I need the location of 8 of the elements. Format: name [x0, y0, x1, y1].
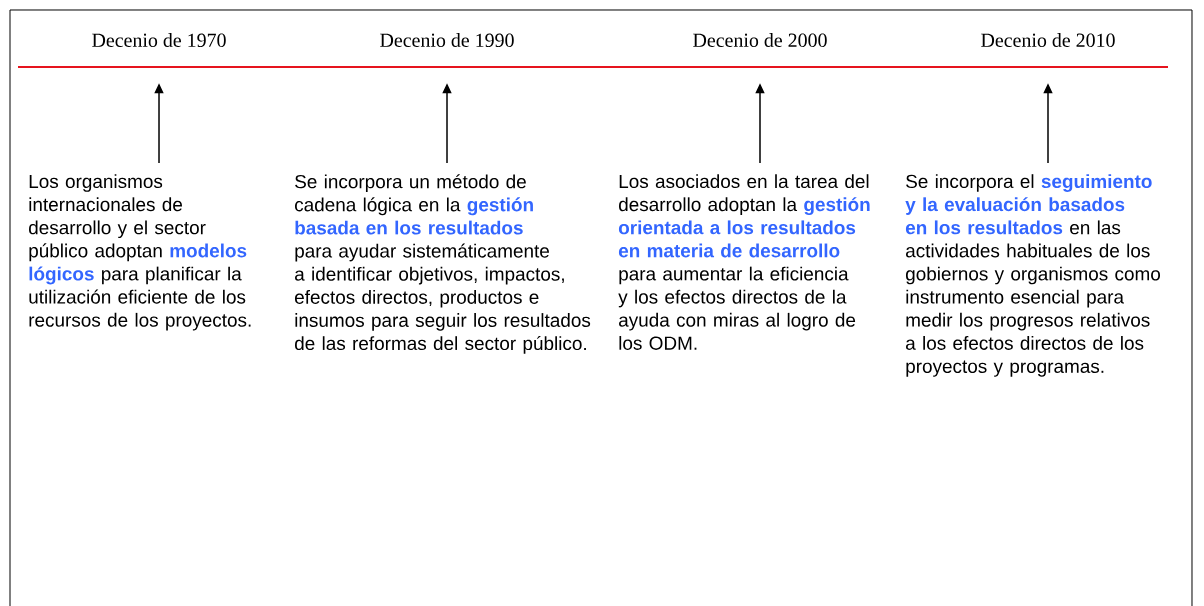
description-text: Los asociados en la tarea del desarrollo adoptan la gestión orientada a los resultados en materia de desarrollo para aumentar la eficiencia y los efectos directos de la ayuda con miras al logro de los ODM. [618, 174, 870, 350]
decade-label: Decenio de 2000 [693, 33, 827, 47]
decade-label: Decenio de 2010 [981, 33, 1115, 47]
decade-label: Decenio de 1990 [380, 33, 514, 47]
description-text: Se incorpora un método de cadena lógica en la gestión basada en los resultados para ayudar sistemáticamente a identificar objetivos, impactos, efectos directos, productos e insumos para seguir los resultados de las reformas del sector público. [295, 174, 591, 354]
description-text: Se incorpora el seguimiento y la evaluación basados en los resultados en las actividades habituales de los gobiernos y organismos como instrumento esencial para medir los progresos relativos a los efectos directos de los proyectos y programas. [905, 174, 1160, 377]
decade-label: Decenio de 1970 [92, 33, 226, 47]
description-text: Los organismos internacionales de desarrollo y el sector público adoptan modelos lógicos para planificar la utilización eficiente de los recursos de los proyectos. [29, 174, 251, 331]
